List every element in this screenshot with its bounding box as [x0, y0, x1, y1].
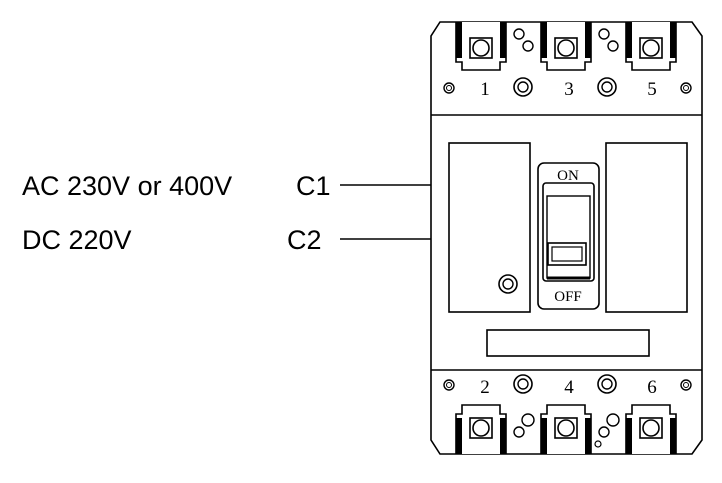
- terminal-number-4: 4: [564, 377, 574, 398]
- terminal-clamp-1[interactable]: [455, 22, 507, 71]
- c1-label: C1: [296, 171, 331, 201]
- right-window-panel: [605, 142, 688, 313]
- toggle-switch[interactable]: ON OFF: [537, 162, 600, 310]
- terminal-number-2: 2: [480, 377, 490, 398]
- terminal-number-5: 5: [647, 79, 657, 100]
- terminal-number-6: 6: [647, 377, 657, 398]
- terminal-clamp-3[interactable]: [540, 22, 592, 71]
- terminal-clamp-5[interactable]: [625, 22, 677, 71]
- terminal-clamp-4[interactable]: [540, 404, 592, 454]
- bottom-terminal-block: 2 4 6: [443, 374, 692, 454]
- switch-on-label: ON: [557, 168, 579, 184]
- ac-voltage-label: AC 230V or 400V: [22, 171, 232, 201]
- c2-label: C2: [287, 225, 322, 255]
- dc-voltage-label: DC 220V: [22, 225, 132, 255]
- terminal-number-1: 1: [480, 79, 490, 100]
- switch-off-label: OFF: [554, 289, 582, 305]
- terminal-number-3: 3: [564, 79, 574, 100]
- nameplate-slot: [486, 329, 650, 357]
- terminal-clamp-2[interactable]: [455, 404, 507, 454]
- terminal-clamp-6[interactable]: [625, 404, 677, 454]
- top-terminal-block: 1 3 5: [443, 22, 692, 100]
- left-window-panel: [448, 142, 531, 313]
